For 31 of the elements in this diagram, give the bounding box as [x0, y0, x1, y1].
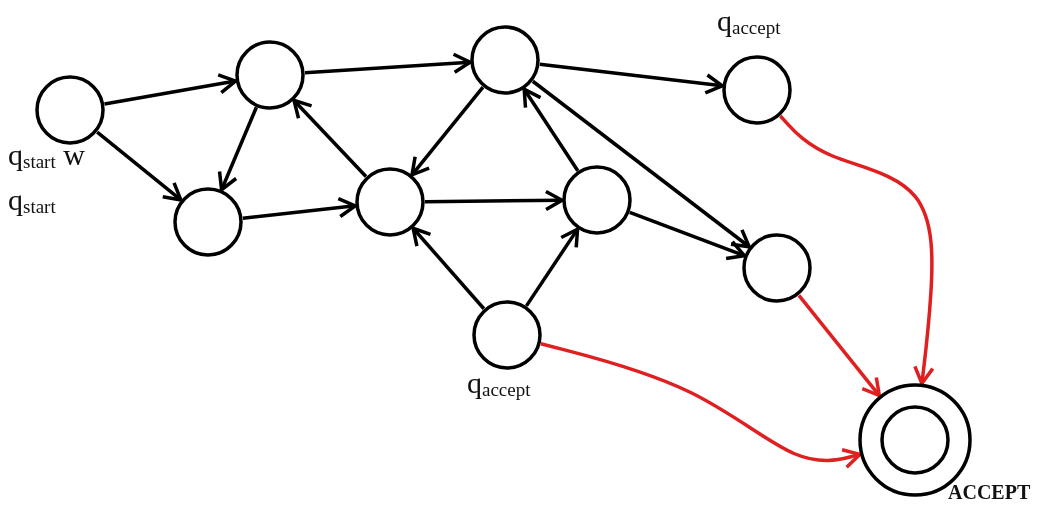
state-label: q$_{start}$: [8, 185, 56, 216]
transition-arrow: [411, 226, 486, 310]
transition-arrow: [524, 227, 580, 307]
state-circle: [173, 187, 243, 257]
state-label: q$_{accept}$: [717, 6, 781, 37]
transition-arrow: [292, 98, 368, 178]
transition-curve: [540, 342, 862, 469]
accept-label: ACCEPT: [948, 482, 1031, 502]
state-label: q$_{start}$ w: [8, 140, 85, 171]
transition-arrow: [104, 73, 238, 106]
transition-arrow: [217, 106, 258, 192]
transition-arrow: [539, 62, 724, 95]
transition-arrow: [410, 86, 485, 177]
state-circle: [562, 165, 632, 235]
transition-arrow: [425, 189, 564, 212]
transition-arrow: [531, 79, 751, 249]
transition-arrow: [242, 196, 357, 220]
state-circle: [235, 40, 305, 110]
state-circle: [470, 25, 540, 95]
transition-arrow: [96, 130, 183, 202]
state-label: q$_{accept}$: [467, 368, 531, 399]
state-circle: [742, 233, 812, 303]
transition-arrow: [304, 52, 472, 75]
state-circle: [472, 300, 542, 370]
state-circle: [355, 167, 425, 237]
state-circle: [722, 55, 792, 125]
state-circle: [35, 75, 105, 145]
transition-arrow: [629, 210, 746, 261]
transition-curve: [779, 114, 935, 386]
transition-arrow: [522, 87, 580, 172]
transition-curve: [797, 294, 882, 398]
